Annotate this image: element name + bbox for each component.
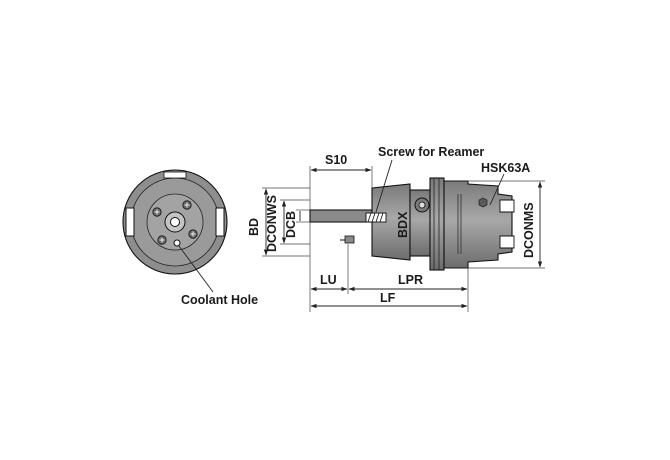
dim-bd-label: BD [247,218,261,236]
dim-lf-label: LF [380,291,396,305]
coolant-hole-icon [173,239,181,247]
holder-flange [429,177,445,271]
dim-dconms-label: DCONMS [522,202,536,258]
coolant-hole-label: Coolant Hole [181,293,258,307]
screw-for-reamer-label: Screw for Reamer [378,145,484,159]
dim-dconws-label: DCONWS [265,195,279,252]
holder-head [371,183,411,261]
dim-lu-label: LU [320,273,337,287]
hsk63a-label: HSK63A [481,161,530,175]
dim-bdx-label: BDX [396,211,410,238]
dimensions: S10 Screw for Reamer HSK63A BD DCONWS DC… [247,145,545,312]
coolant-hole-leader [178,245,214,293]
hex-mark-icon [478,197,488,208]
dim-dcb-label: DCB [284,211,298,238]
dim-s10-label: S10 [325,153,347,167]
hsk-taper-shank [443,180,513,269]
screw-icon [157,235,167,245]
screw-icon [182,200,192,210]
end-view-notch-top [163,171,187,179]
screw-icon [188,229,198,239]
dim-lpr-label: LPR [398,273,423,287]
hsk63a-leader [489,173,505,206]
reamer-screw-icon [365,212,387,223]
screw-for-reamer-leader [375,159,393,213]
end-view-slot-left [125,207,135,237]
end-view-slot-right [215,207,225,237]
end-view: Coolant Hole [122,169,258,307]
screw-icon [414,197,430,213]
end-view-center-hole [170,217,180,227]
screw-icon [152,207,162,217]
side-view [309,177,515,271]
reamer-shank [309,209,373,223]
adjust-screw-icon [340,235,355,244]
